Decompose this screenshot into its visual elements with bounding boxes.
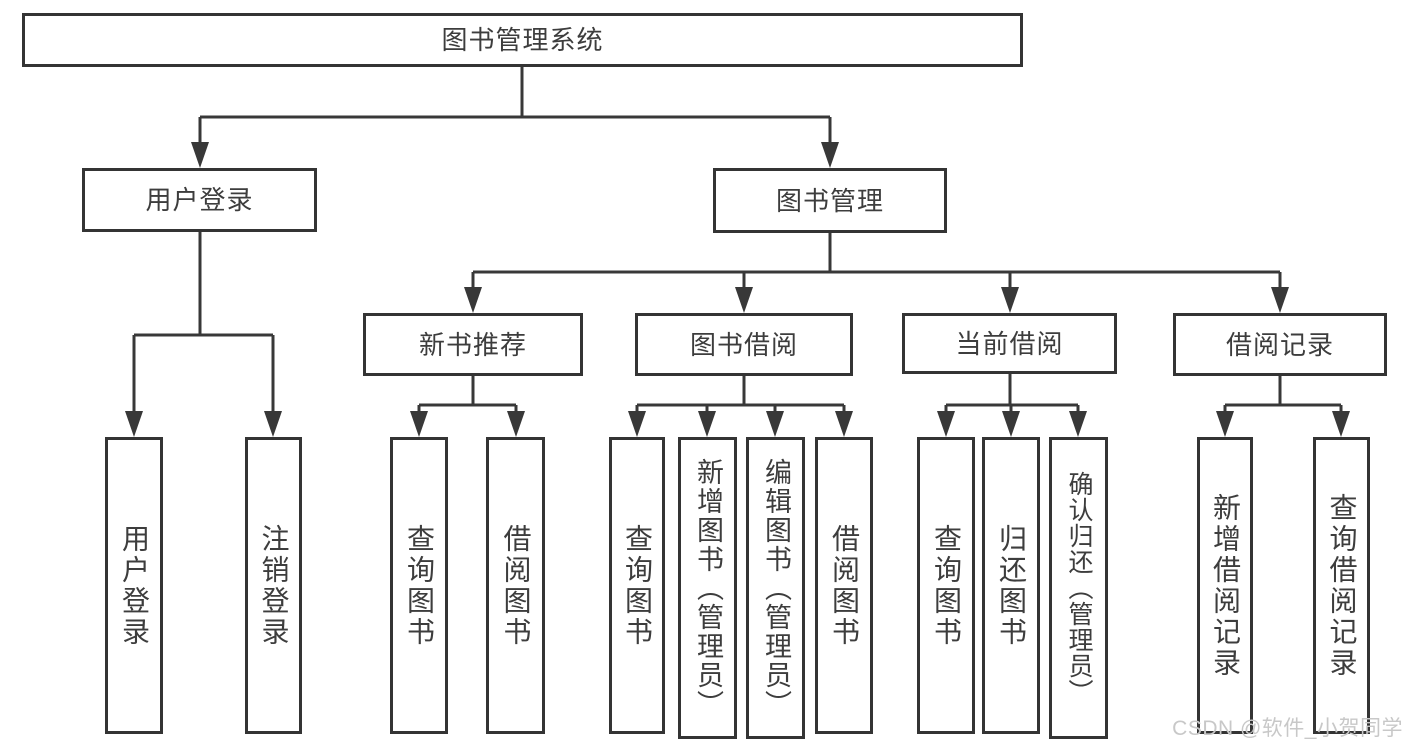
- arrowhead: [1069, 411, 1087, 437]
- arrowhead: [821, 142, 839, 168]
- arrowhead: [735, 287, 753, 313]
- arrowhead: [410, 411, 428, 437]
- node-current-borrow: 当前借阅: [902, 313, 1117, 374]
- leaf-logout-login: 注销登录: [245, 437, 302, 734]
- leaf-nbr-query-books: 查询图书: [390, 437, 448, 734]
- arrowhead: [125, 411, 143, 437]
- arrowhead: [464, 287, 482, 313]
- edge-user-login-to-leaves: [125, 232, 282, 437]
- leaf-bb-add-books-admin: 新增图书（管理员）: [678, 437, 737, 739]
- node-book-mgmt: 图书管理: [713, 168, 947, 233]
- leaf-br-query-record: 查询借阅记录: [1313, 437, 1370, 734]
- arrowhead: [835, 411, 853, 437]
- leaf-cb-return-books: 归还图书: [982, 437, 1040, 734]
- edge-borrow-records-to-leaves: [1216, 376, 1350, 437]
- arrowhead: [1216, 411, 1234, 437]
- arrowhead: [507, 411, 525, 437]
- leaf-bb-edit-books-admin: 编辑图书（管理员）: [746, 437, 805, 739]
- node-user-login: 用户登录: [82, 168, 317, 232]
- arrowhead: [1271, 287, 1289, 313]
- arrowhead: [1002, 411, 1020, 437]
- edge-book-borrow-to-leaves: [628, 376, 853, 437]
- leaf-nbr-borrow-books: 借阅图书: [486, 437, 545, 734]
- arrowhead: [1332, 411, 1350, 437]
- arrowhead: [937, 411, 955, 437]
- arrowhead: [698, 411, 716, 437]
- node-book-borrow: 图书借阅: [635, 313, 853, 376]
- leaf-cb-query-books: 查询图书: [917, 437, 975, 734]
- arrowhead: [264, 411, 282, 437]
- edge-new-book-rec-to-leaves: [410, 376, 525, 437]
- leaf-bb-query-books: 查询图书: [609, 437, 665, 734]
- leaf-br-add-record: 新增借阅记录: [1197, 437, 1253, 734]
- leaf-user-login: 用户登录: [105, 437, 163, 734]
- arrowhead: [766, 411, 784, 437]
- arrowhead: [628, 411, 646, 437]
- leaf-cb-confirm-return-admin: 确认归还（管理员）: [1049, 437, 1108, 739]
- leaf-bb-borrow-books: 借阅图书: [815, 437, 873, 734]
- node-borrow-records: 借阅记录: [1173, 313, 1387, 376]
- edge-book-mgmt-to-level3: [464, 233, 1289, 313]
- node-new-book-recommend: 新书推荐: [363, 313, 583, 376]
- arrowhead: [191, 142, 209, 168]
- node-root: 图书管理系统: [22, 13, 1023, 67]
- edge-current-borrow-to-leaves: [937, 374, 1087, 437]
- edge-root-to-level2: [191, 67, 839, 168]
- arrowhead: [1001, 287, 1019, 313]
